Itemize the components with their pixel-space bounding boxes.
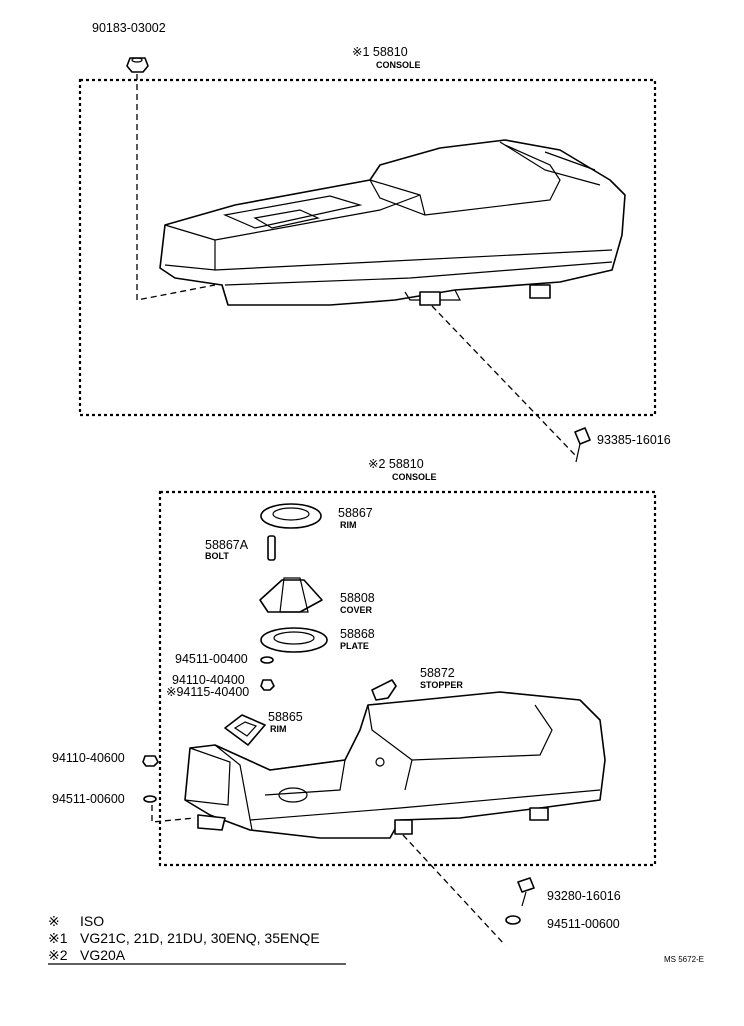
top-group-box	[78, 78, 657, 417]
top-group: 90183-03002 ※1 58810 CONSOLE	[78, 21, 671, 463]
legend-text-2: VG20A	[80, 947, 126, 963]
nut-icon	[126, 57, 149, 73]
left-leader	[151, 805, 196, 823]
console2-name: CONSOLE	[392, 472, 437, 482]
screw-icon	[574, 427, 591, 463]
legend-iso-mark: ※	[48, 913, 60, 929]
rim-part-number: 58867	[338, 506, 373, 520]
bolt-part-number: 58867A	[205, 538, 249, 552]
cover-name: COVER	[340, 605, 373, 615]
cover-part-number: 58808	[340, 591, 375, 605]
console-top-drawing	[159, 139, 626, 306]
nut-4-part-number: 94110-40400	[172, 673, 245, 687]
stopper-name: STOPPER	[420, 680, 463, 690]
nut2-icon	[260, 679, 275, 691]
washer-6-part-number: 94511-00600	[52, 792, 125, 806]
rim2-part-number: 58865	[268, 710, 303, 724]
bottom-group-box	[158, 490, 657, 867]
rim-icon	[260, 503, 322, 529]
stopper-icon	[371, 679, 397, 701]
legend: ※ ISO ※1 VG21C, 21D, 21DU, 30ENQ, 35ENQE…	[48, 913, 346, 965]
bolt-name: BOLT	[205, 551, 229, 561]
washer3-icon	[505, 915, 521, 925]
cover-icon	[259, 577, 323, 613]
rim2-icon	[224, 714, 266, 746]
stopper-part-number: 58872	[420, 666, 455, 680]
screw-part-number: 93385-16016	[597, 433, 671, 447]
legend-mark-1: ※1	[48, 930, 68, 946]
bolt-icon	[267, 535, 276, 561]
washer-3-part-number: 94511-00600	[547, 917, 620, 931]
plate-icon	[260, 627, 328, 653]
washer-icon	[260, 656, 274, 664]
console-bottom-drawing	[184, 691, 606, 839]
nut-part-number: 90183-03002	[92, 21, 166, 35]
console-part-number: ※1 58810	[352, 45, 408, 59]
plate-part-number: 58868	[340, 627, 375, 641]
plate-name: PLATE	[340, 641, 369, 651]
screw-leader-top	[431, 305, 576, 456]
legend-text-1: VG21C, 21D, 21DU, 30ENQ, 35ENQE	[80, 930, 320, 946]
screw-2-part-number: 93280-16016	[547, 889, 621, 903]
washer2-icon	[143, 795, 157, 803]
legend-mark-2: ※2	[48, 947, 68, 963]
nut-leader	[136, 74, 216, 301]
bottom-group: ※2 58810 CONSOLE 58867 RIM 58867A BOLT 5…	[52, 457, 657, 946]
screw2-icon	[517, 877, 535, 907]
console2-part-number: ※2 58810	[368, 457, 424, 471]
nut-6-part-number: 94110-40600	[52, 751, 125, 765]
console-name: CONSOLE	[376, 60, 421, 70]
nut3-icon	[142, 755, 159, 767]
washer-part-number: 94511-00400	[175, 652, 248, 666]
reference-code: MS 5672-E	[664, 955, 704, 964]
bottom-leader	[402, 834, 506, 946]
rim-name: RIM	[340, 520, 357, 530]
legend-iso-text: ISO	[80, 913, 104, 929]
rim2-name: RIM	[270, 724, 287, 734]
nut-4-alt-part-number: ※94115-40400	[166, 685, 249, 699]
